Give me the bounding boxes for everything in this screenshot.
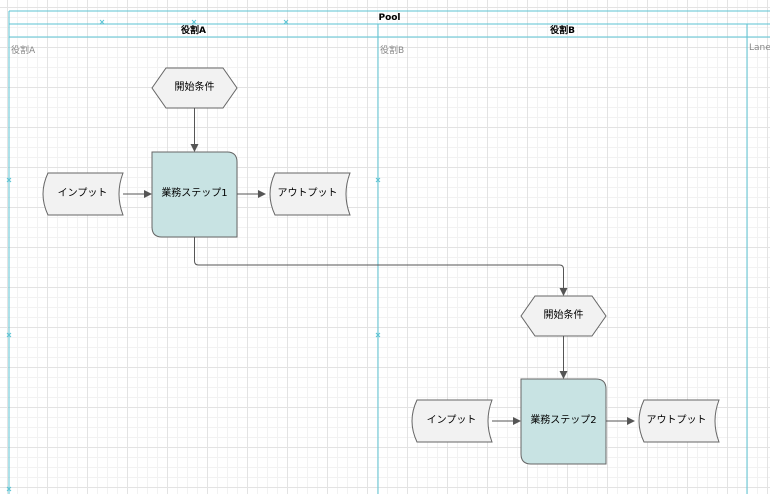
process-step-2-label: 業務ステップ2: [530, 415, 597, 426]
lane-header-a: 役割A: [181, 26, 206, 36]
pool-title: Pool: [378, 13, 401, 23]
input-1[interactable]: [42, 172, 124, 216]
output-2-label: アウトプット: [646, 415, 707, 426]
pool-frame[interactable]: [8, 10, 770, 494]
input-2-label: インプット: [426, 415, 477, 426]
process-step-2[interactable]: [520, 378, 607, 465]
lane-name-a: 役割A: [11, 46, 36, 56]
process-step-1-label: 業務ステップ1: [161, 188, 228, 199]
start-condition-1-label: 開始条件: [174, 82, 215, 93]
output-1-label: アウトプット: [277, 188, 338, 199]
process-step-1[interactable]: [151, 151, 238, 238]
input-2[interactable]: [411, 399, 493, 443]
start-condition-1[interactable]: [151, 67, 238, 109]
output-2[interactable]: [638, 399, 720, 443]
connector-process1-start2[interactable]: [194, 237, 568, 296]
start-condition-2[interactable]: [520, 295, 607, 337]
lane-name-b: 役割B: [380, 46, 405, 56]
output-1[interactable]: [269, 172, 351, 216]
start-condition-2-label: 開始条件: [543, 310, 584, 321]
lane-name-c: Lane: [749, 43, 770, 53]
selection-handles[interactable]: [6, 19, 381, 492]
lane-header-b: 役割B: [550, 26, 575, 36]
input-1-label: インプット: [57, 188, 108, 199]
